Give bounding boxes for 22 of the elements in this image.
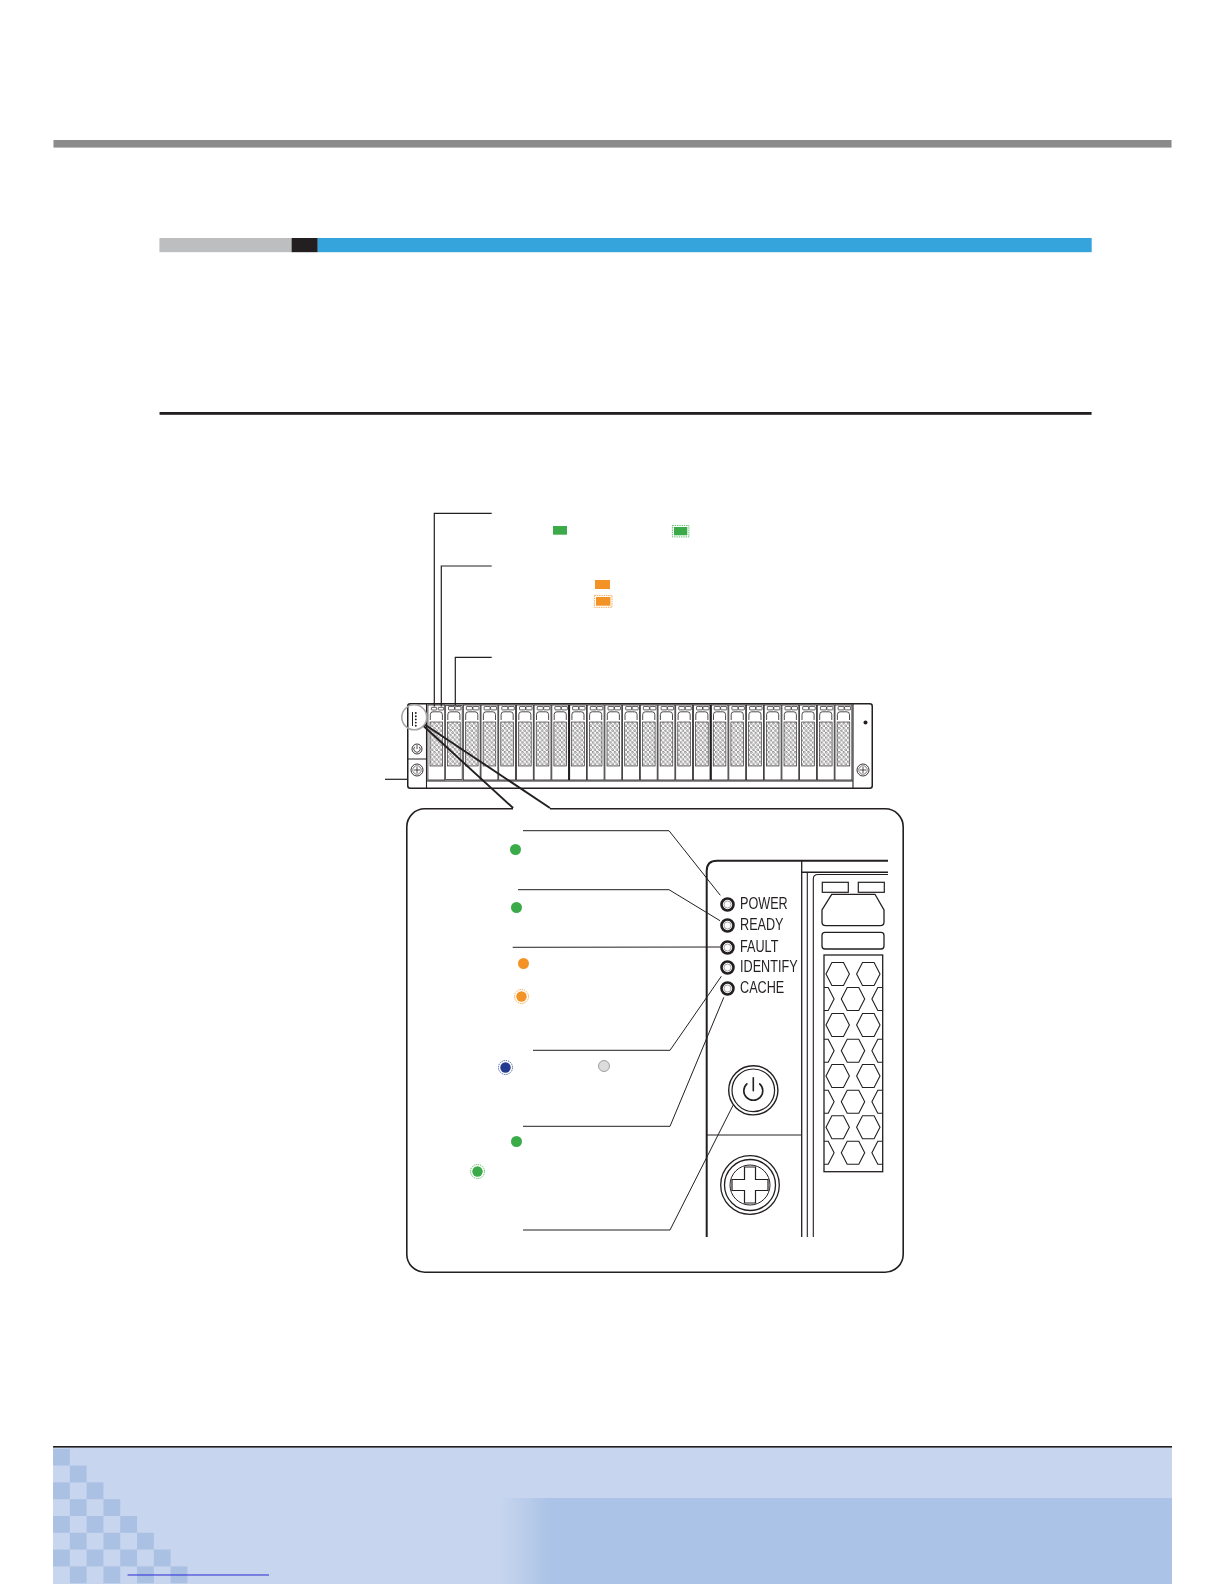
leader-line <box>512 946 721 948</box>
led-label: IDENTIFY <box>740 958 798 977</box>
drive-carrier <box>445 705 463 780</box>
power-button-icon <box>728 1064 779 1116</box>
leader-line <box>433 512 493 708</box>
leader-line <box>522 996 725 1127</box>
drive-led <box>437 706 444 710</box>
led-label: FAULT <box>740 938 779 956</box>
highlight-circle <box>400 704 428 731</box>
leader-line <box>384 778 408 780</box>
led-label: POWER <box>740 895 788 914</box>
led-label: CACHE <box>740 979 785 998</box>
led-label: READY <box>740 916 784 935</box>
callout-line <box>424 723 551 809</box>
leader-line <box>454 656 493 706</box>
leader-line <box>522 1104 734 1231</box>
drive-led <box>431 706 437 710</box>
leader-line <box>517 889 721 922</box>
leader-line <box>532 975 722 1051</box>
leader-line <box>440 565 493 708</box>
leader-line <box>522 830 721 896</box>
callout-line <box>422 725 515 809</box>
